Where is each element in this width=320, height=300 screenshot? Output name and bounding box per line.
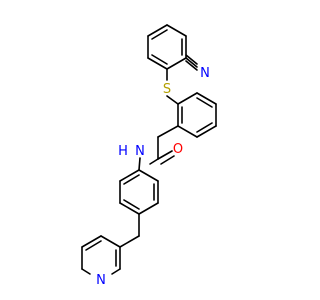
- phenyl-ring: [177, 92, 217, 138]
- atom-label-nitrile-nitrogen: N: [200, 66, 210, 81]
- nitrile-bond: [185, 54, 198, 71]
- atom-label-oxygen: O: [173, 142, 183, 157]
- benzonitrile-ring: [147, 24, 187, 70]
- atom-label-sulfur: S: [163, 82, 171, 97]
- phenylene-ring: [119, 169, 159, 215]
- bonds: [81, 24, 217, 275]
- structure-canvas: S N O H N N: [81, 24, 217, 288]
- atom-label-amide-nitrogen: N: [135, 144, 145, 159]
- pyridine-ring: [81, 235, 121, 275]
- atom-labels: S N O H N N: [96, 66, 210, 288]
- molecule-structure: S N O H N N: [81, 24, 217, 288]
- carbonyl-bond: [157, 150, 175, 165]
- atom-label-amide-hydrogen: H: [118, 144, 128, 159]
- atom-label-pyridine-nitrogen: N: [96, 273, 106, 288]
